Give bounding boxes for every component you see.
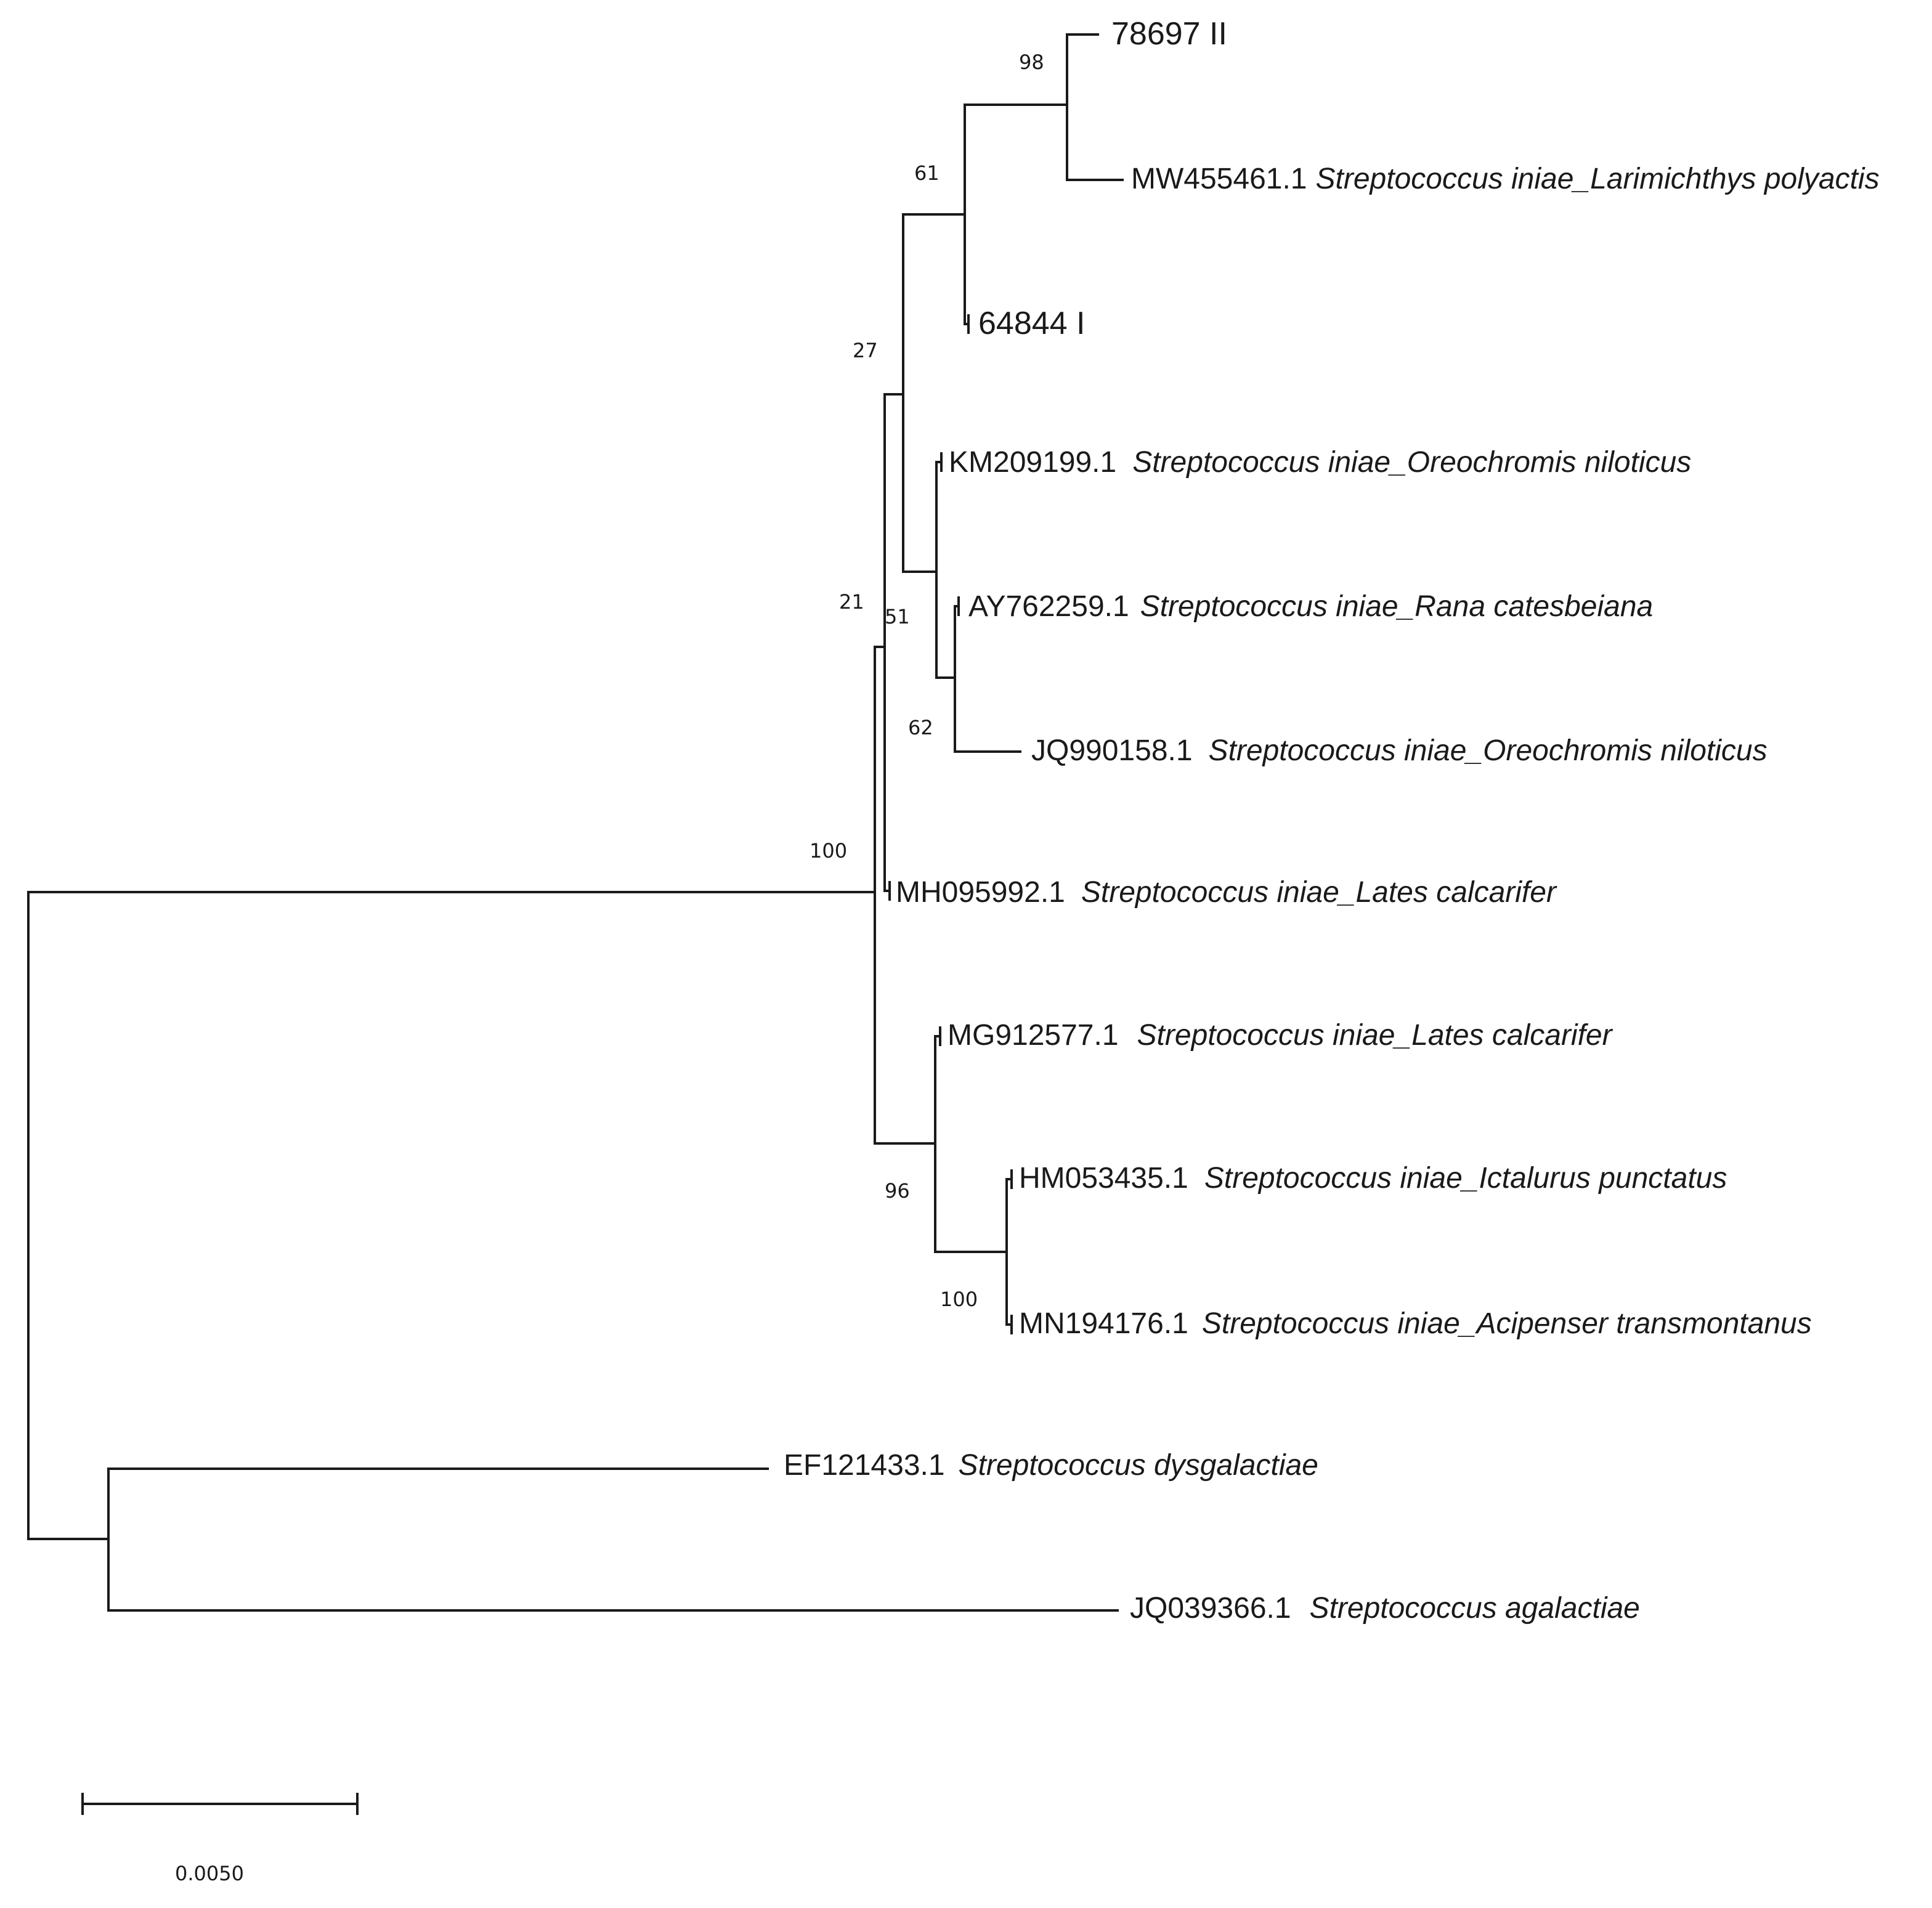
taxon-species: Streptococcus iniae_Rana catesbeiana: [1140, 590, 1654, 623]
taxon-label-78697: 78697 II: [1111, 16, 1227, 52]
taxon-label-MH095992: MH095992.1 Streptococcus iniae_Lates cal…: [896, 876, 1557, 909]
taxon-species: Streptococcus iniae_Lates calcarifer: [1137, 1019, 1613, 1052]
taxon-accession: MH095992.1: [896, 876, 1065, 909]
bootstrap-label-61: 61: [914, 161, 940, 185]
taxon-accession: MG912577.1: [948, 1019, 1119, 1052]
taxon-label-64844: 64844 I: [978, 306, 1086, 341]
bootstrap-label-98: 98: [1019, 51, 1044, 74]
taxon-accession: MN194176.1: [1019, 1307, 1188, 1340]
tree-branches: [27, 33, 1124, 1612]
taxon-accession: JQ039366.1: [1130, 1592, 1291, 1625]
bootstrap-label-21: 21: [839, 590, 864, 614]
bootstrap-label-51: 51: [885, 605, 910, 628]
scale-bar-label: 0.0050: [175, 1862, 244, 1885]
taxon-label-MW455461: MW455461.1 Streptococcus iniae_Larimicht…: [1131, 163, 1880, 195]
bootstrap-label-27: 27: [853, 339, 878, 362]
bootstrap-label-100-inner: 100: [940, 1288, 978, 1311]
taxon-species: Streptococcus dysgalactiae: [959, 1449, 1318, 1482]
taxon-species: Streptococcus iniae_Oreochromis niloticu…: [1132, 446, 1691, 479]
taxon-species: Streptococcus iniae_Larimichthys polyact…: [1316, 163, 1880, 195]
taxon-label-EF121433: EF121433.1 Streptococcus dysgalactiae: [784, 1449, 1318, 1482]
taxon-species: Streptococcus iniae_Lates calcarifer: [1081, 876, 1557, 909]
taxon-label-KM209199: KM209199.1 Streptococcus iniae_Oreochrom…: [949, 446, 1691, 479]
taxon-label-AY762259: AY762259.1 Streptococcus iniae_Rana cate…: [968, 590, 1653, 623]
bootstrap-labels: 98 61 27 21 51 62 100 96 100: [810, 51, 1044, 1311]
taxon-species: Streptococcus iniae_Oreochromis niloticu…: [1209, 734, 1768, 767]
taxon-label-MG912577: MG912577.1 Streptococcus iniae_Lates cal…: [948, 1019, 1613, 1052]
scale-bar: 0.0050: [81, 1793, 359, 1885]
taxon-label-JQ990158: JQ990158.1 Streptococcus iniae_Oreochrom…: [1031, 734, 1768, 767]
taxon-accession: 64844 I: [978, 306, 1086, 341]
taxon-species: Streptococcus iniae_Acipenser transmonta…: [1202, 1307, 1812, 1340]
taxon-accession: KM209199.1: [949, 446, 1116, 479]
taxon-accession: MW455461.1: [1131, 163, 1307, 195]
taxon-accession: 78697 II: [1111, 16, 1227, 52]
bootstrap-label-100-root: 100: [810, 839, 847, 863]
taxon-label-MN194176: MN194176.1 Streptococcus iniae_Acipenser…: [1019, 1307, 1812, 1340]
taxon-accession: JQ990158.1: [1031, 734, 1193, 767]
taxon-accession: EF121433.1: [784, 1449, 945, 1482]
taxon-accession: HM053435.1: [1019, 1162, 1188, 1195]
taxon-labels: 78697 II MW455461.1 Streptococcus iniae_…: [784, 16, 1880, 1625]
bootstrap-label-62: 62: [908, 716, 933, 739]
taxon-label-JQ039366: JQ039366.1 Streptococcus agalactiae: [1130, 1592, 1640, 1625]
taxon-species: Streptococcus agalactiae: [1310, 1592, 1640, 1625]
taxon-accession: AY762259.1: [968, 590, 1129, 623]
taxon-species: Streptococcus iniae_Ictalurus punctatus: [1204, 1162, 1727, 1195]
bootstrap-label-96: 96: [885, 1179, 910, 1203]
taxon-label-HM053435: HM053435.1 Streptococcus iniae_Ictalurus…: [1019, 1162, 1727, 1195]
